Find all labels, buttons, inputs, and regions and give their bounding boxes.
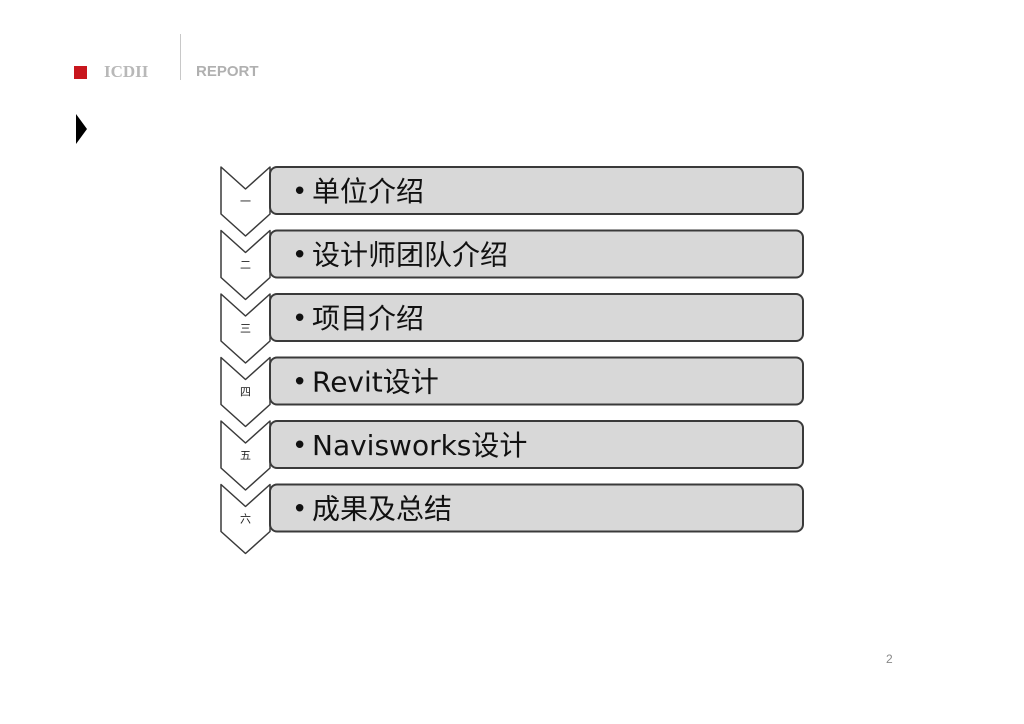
toc-bullet: • xyxy=(292,431,307,461)
header-divider xyxy=(180,34,181,80)
toc-chevron xyxy=(220,229,271,301)
report-label: REPORT xyxy=(196,63,259,80)
toc-label-box xyxy=(269,293,804,342)
toc-item: 五 •Navisworks设计 xyxy=(220,420,804,491)
toc-item: 二 •设计师团队介绍 xyxy=(220,229,804,301)
toc-label-box xyxy=(269,229,804,279)
toc-item-label: Navisworks设计 xyxy=(312,429,527,462)
toc-item-label: 成果及总结 xyxy=(312,493,452,526)
toc-chevron xyxy=(220,166,271,237)
company-logo: ICDII xyxy=(104,62,149,81)
toc-chevron xyxy=(220,293,271,364)
toc-chevron xyxy=(220,356,271,428)
brand-square-icon xyxy=(74,66,87,79)
toc-item-label: 项目介绍 xyxy=(312,302,424,335)
toc-label-box xyxy=(269,356,804,406)
toc-item: 六 •成果及总结 xyxy=(220,483,804,555)
toc-item-label: 单位介绍 xyxy=(312,175,424,208)
toc-item-number: 二 xyxy=(240,259,251,272)
toc-chevron xyxy=(220,420,271,491)
toc-label-box xyxy=(269,420,804,469)
toc-label-box xyxy=(269,166,804,215)
toc-bullet: • xyxy=(292,495,307,525)
toc-item: 一 •单位介绍 xyxy=(220,166,804,237)
toc-bullet: • xyxy=(292,177,307,207)
toc-item-number: 四 xyxy=(240,386,251,399)
toc-label-box xyxy=(269,483,804,533)
toc-item-label: Revit设计 xyxy=(312,366,439,399)
toc-item: 四 •Revit设计 xyxy=(220,356,804,428)
toc-bullet: • xyxy=(292,368,307,398)
page-number: 2 xyxy=(886,652,893,666)
toc-bullet: • xyxy=(292,241,307,271)
toc-item-number: 六 xyxy=(240,513,251,526)
toc-item-label: 设计师团队介绍 xyxy=(312,239,508,272)
toc-item-number: 一 xyxy=(240,195,251,208)
title-arrow-icon xyxy=(76,114,87,144)
toc-item: 三 •项目介绍 xyxy=(220,293,804,364)
toc-bullet: • xyxy=(292,304,307,334)
toc-item-number: 五 xyxy=(240,449,251,462)
toc-chevron xyxy=(220,483,271,555)
toc-item-number: 三 xyxy=(240,322,251,335)
